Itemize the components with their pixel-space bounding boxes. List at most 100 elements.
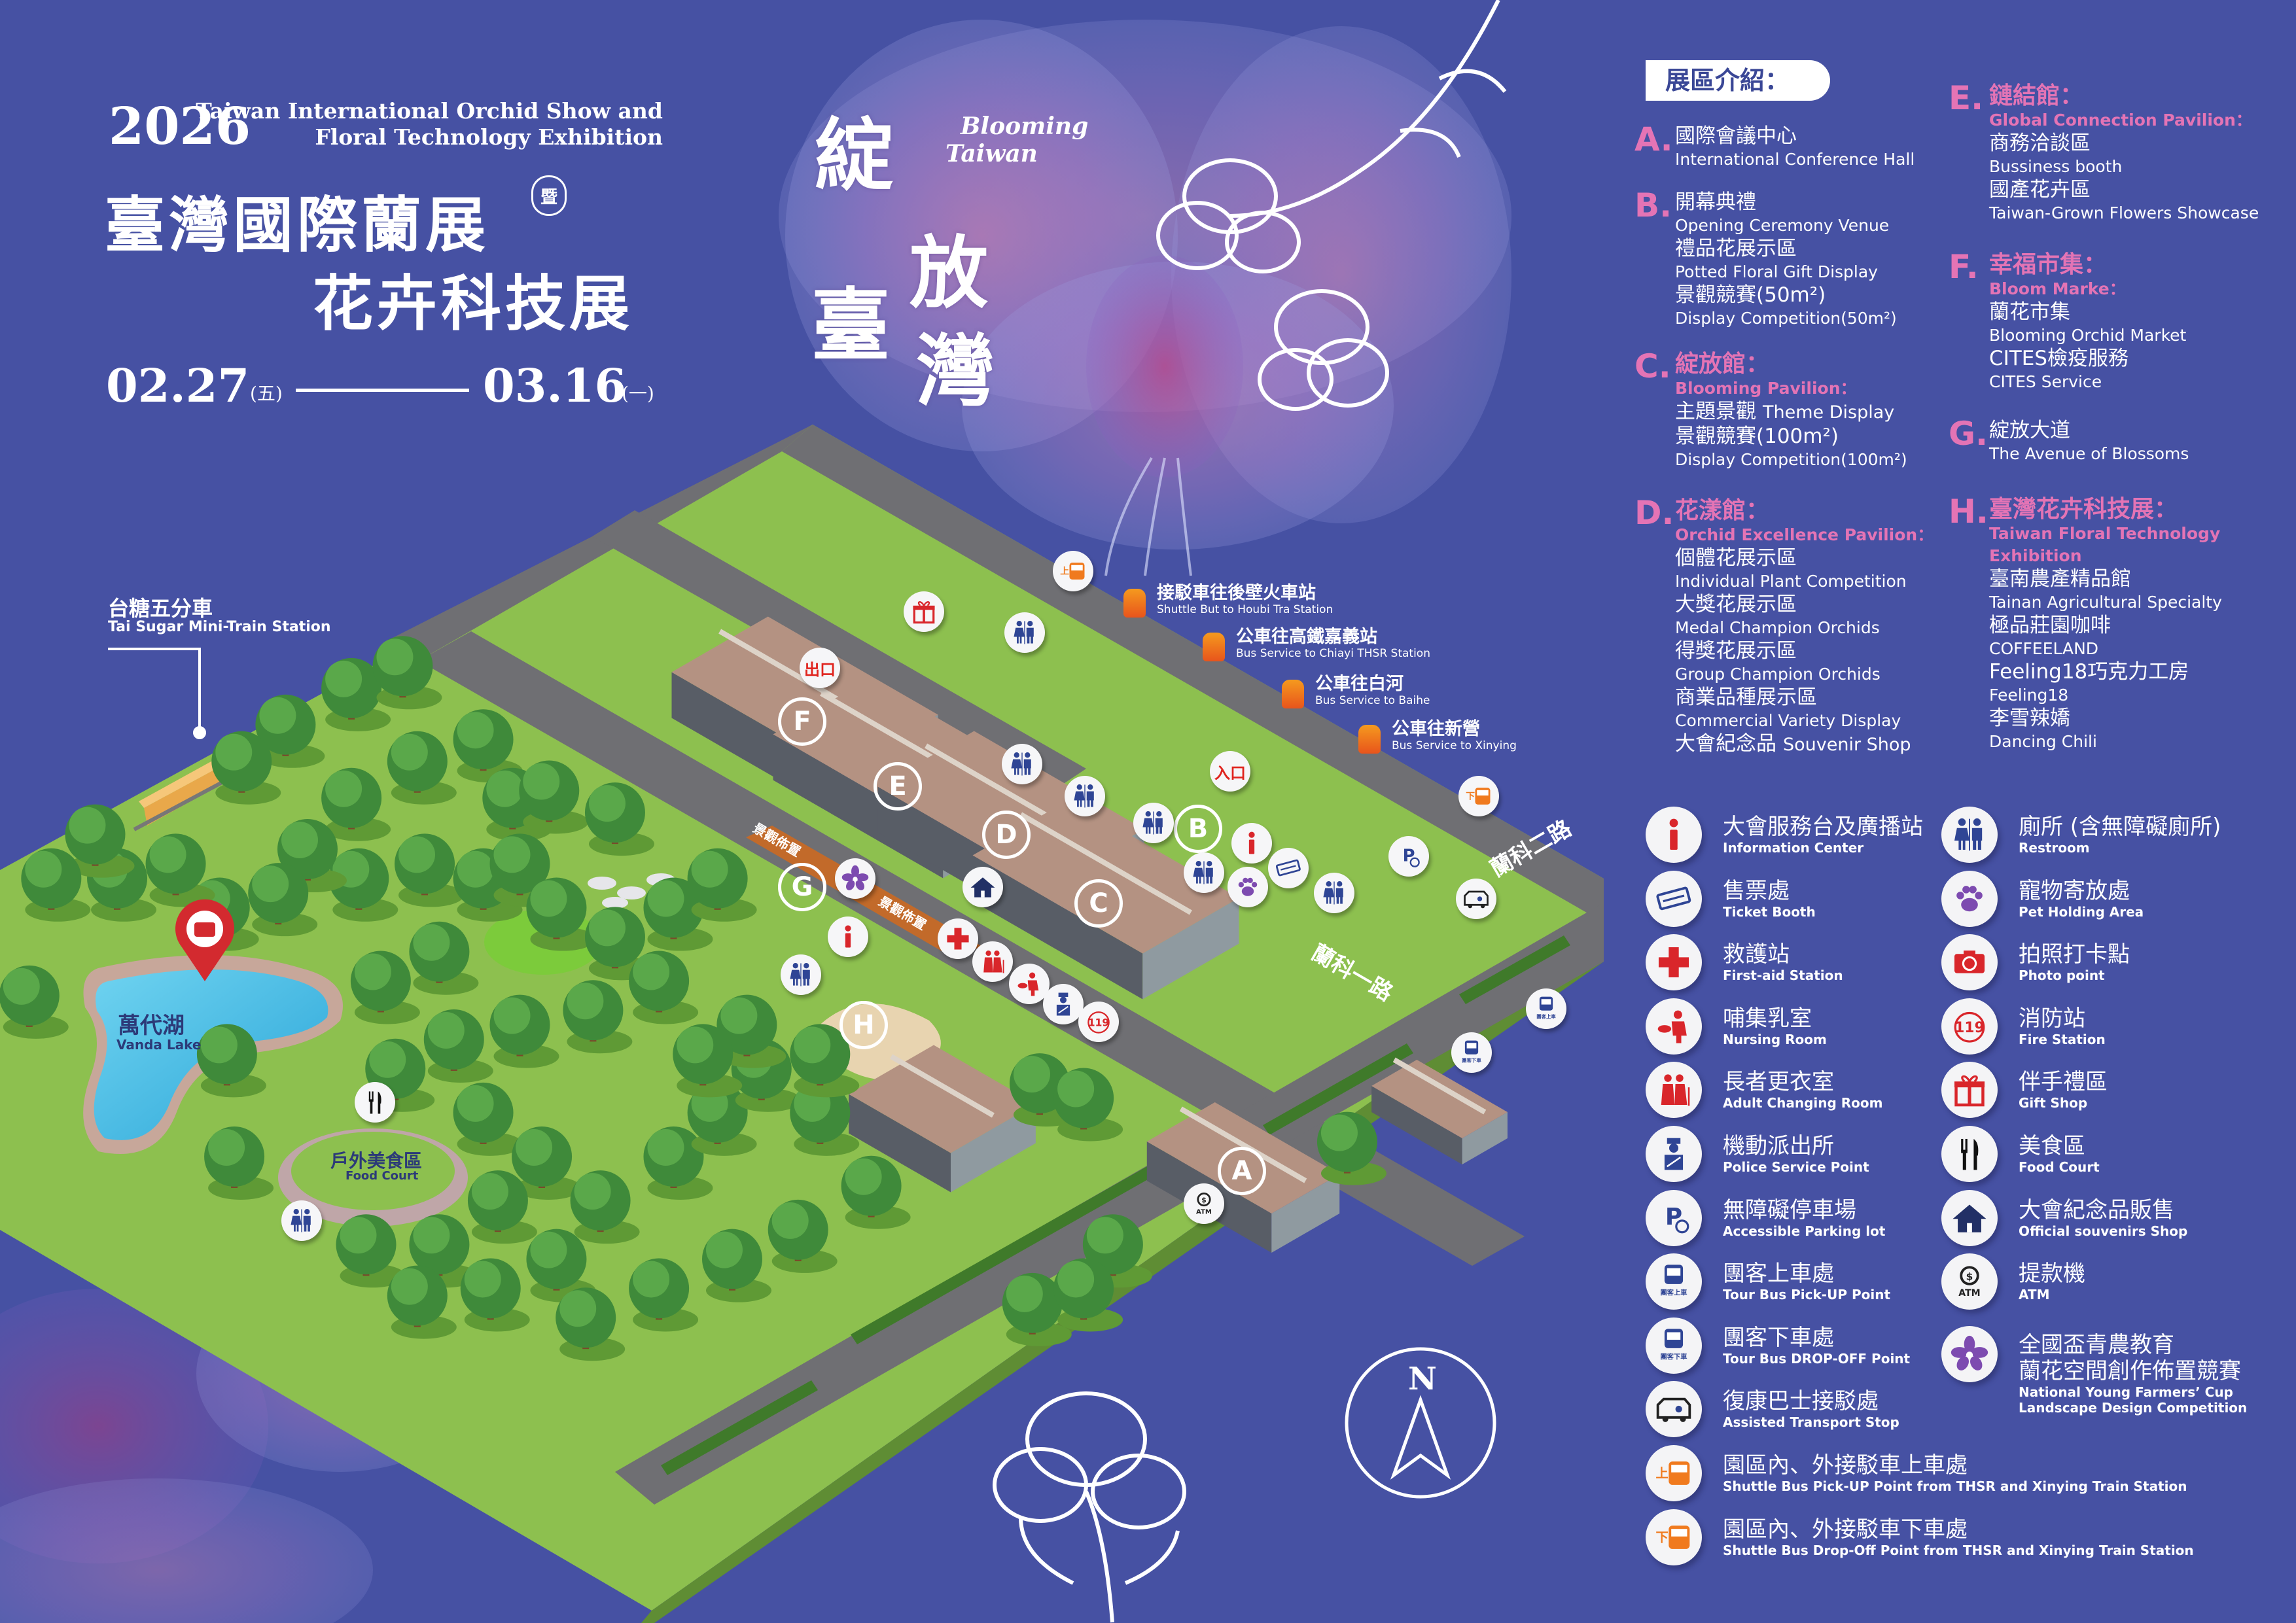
shuttle-pickup-icon[interactable]: 上 bbox=[1053, 551, 1093, 591]
train-station-label-en: Tai Sugar Mini-Train Station bbox=[108, 619, 331, 635]
svg-text:ATM: ATM bbox=[1196, 1209, 1212, 1216]
legend-label-cn: 提款機 bbox=[2019, 1261, 2085, 1287]
road-top-left-edge bbox=[393, 425, 813, 661]
restroom-icon[interactable] bbox=[1314, 873, 1354, 913]
tour-up-glyph: 團客上車 bbox=[1536, 996, 1556, 1020]
zone-item-en: Blooming Orchid Market bbox=[1989, 326, 2187, 345]
atm-text: ATM bbox=[1196, 1209, 1212, 1216]
ticket-icon[interactable] bbox=[1268, 848, 1309, 888]
bus-stop-icon[interactable] bbox=[1123, 589, 1146, 618]
shuttle-down-glyph: 下 bbox=[1655, 1525, 1690, 1549]
firstaid-glyph bbox=[1658, 947, 1689, 978]
bus-stop-label-cn: 接駁車往後壁火車站 bbox=[1157, 583, 1316, 603]
road-top-edge bbox=[782, 425, 1604, 922]
zone-marker-b[interactable]: B bbox=[1174, 805, 1222, 853]
info-icon[interactable] bbox=[828, 916, 868, 957]
zone-marker-f[interactable]: F bbox=[778, 697, 826, 746]
tree bbox=[563, 980, 633, 1054]
event-title-line-1: 臺灣國際蘭展 bbox=[105, 190, 490, 260]
svg-text:上: 上 bbox=[1060, 567, 1069, 577]
info-icon bbox=[1646, 807, 1702, 863]
orchid-icon[interactable] bbox=[835, 858, 875, 899]
info-icon[interactable] bbox=[1231, 823, 1272, 864]
pavilion-c bbox=[972, 799, 1239, 1000]
bus-stop-icon[interactable] bbox=[1282, 680, 1304, 708]
tree bbox=[643, 1126, 713, 1200]
entrance-marker[interactable]: 入口 bbox=[1210, 751, 1250, 792]
food-court-icon[interactable] bbox=[355, 1082, 395, 1123]
tour-up-icon: 團客上車 bbox=[1646, 1253, 1702, 1310]
orchid-glyph bbox=[841, 865, 869, 890]
event-subtitle-line-2: Floral Technology Exhibition bbox=[315, 124, 663, 150]
restroom-glyph bbox=[1193, 861, 1213, 884]
restroom-icon[interactable] bbox=[781, 954, 821, 995]
tree bbox=[1316, 1111, 1386, 1185]
legend-label-en: ATM bbox=[2019, 1287, 2050, 1303]
shuttle-dropoff-icon[interactable]: 下 bbox=[1458, 776, 1499, 816]
exit-marker[interactable]: 出口 bbox=[800, 648, 840, 688]
train-callout-line bbox=[108, 648, 206, 739]
zone-item-en: Group Champion Orchids bbox=[1675, 665, 1881, 684]
zone-item-cn: 蘭花市集 bbox=[1989, 300, 2186, 324]
restroom-icon[interactable] bbox=[1002, 744, 1042, 784]
zone-item-cn-text: 大獎花展示區 bbox=[1675, 593, 1797, 616]
elder-changing-icon[interactable] bbox=[972, 941, 1013, 982]
legend-label-en: Police Service Point bbox=[1723, 1159, 1869, 1175]
gift-icon[interactable] bbox=[904, 591, 944, 632]
zone-marker-d[interactable]: D bbox=[982, 811, 1031, 859]
restroom-icon[interactable] bbox=[1184, 852, 1224, 893]
pet-icon[interactable] bbox=[1227, 867, 1268, 907]
atm-glyph: $ATM bbox=[1196, 1192, 1212, 1216]
zone-marker-h[interactable]: H bbox=[839, 1001, 888, 1049]
tour-bus-dropoff-icon[interactable]: 團客下車 bbox=[1451, 1032, 1492, 1073]
zone-marker-e[interactable]: E bbox=[874, 762, 922, 811]
zone-letter: H. bbox=[1949, 493, 1988, 531]
legend-label-en: Ticket Booth bbox=[1723, 903, 1816, 920]
zone-marker-g[interactable]: G bbox=[778, 863, 826, 911]
restroom-icon[interactable] bbox=[281, 1200, 322, 1241]
shuttle-up-glyph: 上 bbox=[1655, 1461, 1690, 1485]
restroom-icon[interactable] bbox=[1004, 612, 1045, 653]
atm-icon[interactable]: $ATM bbox=[1184, 1183, 1224, 1224]
tree bbox=[768, 1199, 838, 1273]
bus-stop-icon[interactable] bbox=[1358, 725, 1381, 754]
zone-marker-a[interactable]: A bbox=[1218, 1147, 1266, 1195]
bus-stop-icon[interactable] bbox=[1203, 633, 1225, 661]
restroom-glyph bbox=[1142, 811, 1163, 835]
nursing-room-icon[interactable] bbox=[1009, 964, 1050, 1004]
souvenir-shop-icon[interactable] bbox=[963, 867, 1003, 907]
zone-item-cn: 國際會議中心 bbox=[1675, 124, 1915, 148]
tree bbox=[460, 1258, 530, 1332]
outdoor-food-court bbox=[278, 1128, 468, 1227]
road-inner bbox=[592, 510, 1086, 795]
restroom-glyph bbox=[291, 1209, 311, 1232]
zone-marker-c[interactable]: C bbox=[1074, 879, 1123, 928]
zone-item-cn: 大獎花展示區 bbox=[1675, 593, 1934, 616]
accessible-parking-icon[interactable]: P bbox=[1388, 836, 1429, 877]
tour-down-glyph: 團客下車 bbox=[1661, 1329, 1687, 1361]
tree bbox=[556, 1287, 626, 1361]
assisted-transport-icon[interactable] bbox=[1456, 879, 1496, 919]
tour-bus-pickup-icon[interactable]: 團客上車 bbox=[1526, 988, 1566, 1029]
zone-item-cn-text: 商務洽談區 bbox=[1989, 131, 2091, 155]
police-icon[interactable] bbox=[1043, 984, 1084, 1024]
souvenir-glyph bbox=[1952, 1204, 1987, 1232]
restroom-glyph bbox=[790, 963, 810, 986]
restroom-icon[interactable] bbox=[1065, 776, 1105, 816]
fire-station-icon[interactable]: 119 bbox=[1078, 1002, 1119, 1042]
zone-item-cn-text: 大會紀念品 bbox=[1675, 732, 1776, 756]
legend-label-en: Shuttle Bus Drop-Off Point from THSR and… bbox=[1723, 1542, 2194, 1558]
legend-label-cn: 大會服務台及廣播站 bbox=[1723, 814, 1923, 840]
first-aid-icon[interactable] bbox=[938, 918, 978, 959]
pet-icon bbox=[1941, 870, 1998, 927]
photo-icon bbox=[1941, 934, 1998, 991]
trees bbox=[0, 636, 1386, 1361]
restroom-glyph bbox=[1954, 818, 1983, 851]
restroom-icon[interactable] bbox=[1133, 803, 1174, 843]
